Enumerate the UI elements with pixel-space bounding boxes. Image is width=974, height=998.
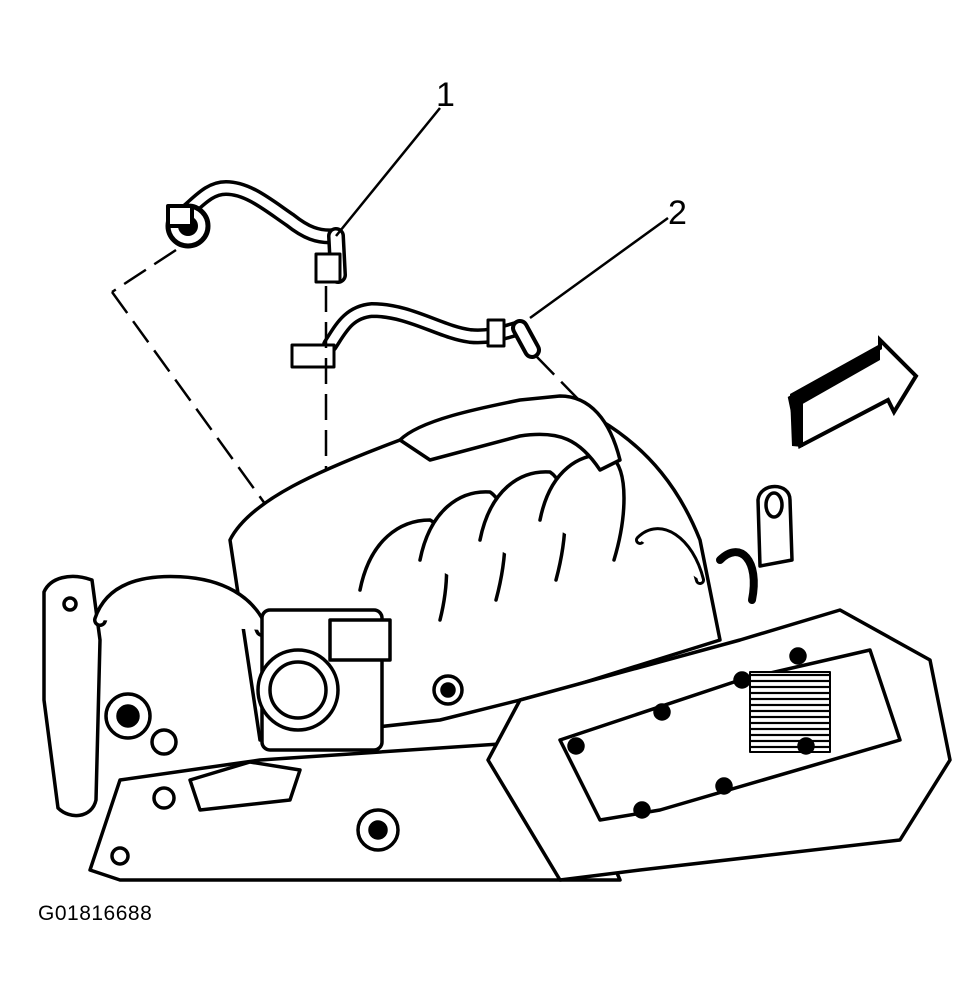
callout-1: 1 xyxy=(436,76,455,114)
callout-2: 2 xyxy=(668,194,687,232)
hose-2 xyxy=(290,302,541,369)
figure-id: G01816688 xyxy=(38,902,153,925)
hose-1 xyxy=(165,180,347,284)
engine-assembly xyxy=(42,394,952,882)
leader-lines xyxy=(335,107,669,320)
front-direction-arrow-icon xyxy=(787,335,919,449)
